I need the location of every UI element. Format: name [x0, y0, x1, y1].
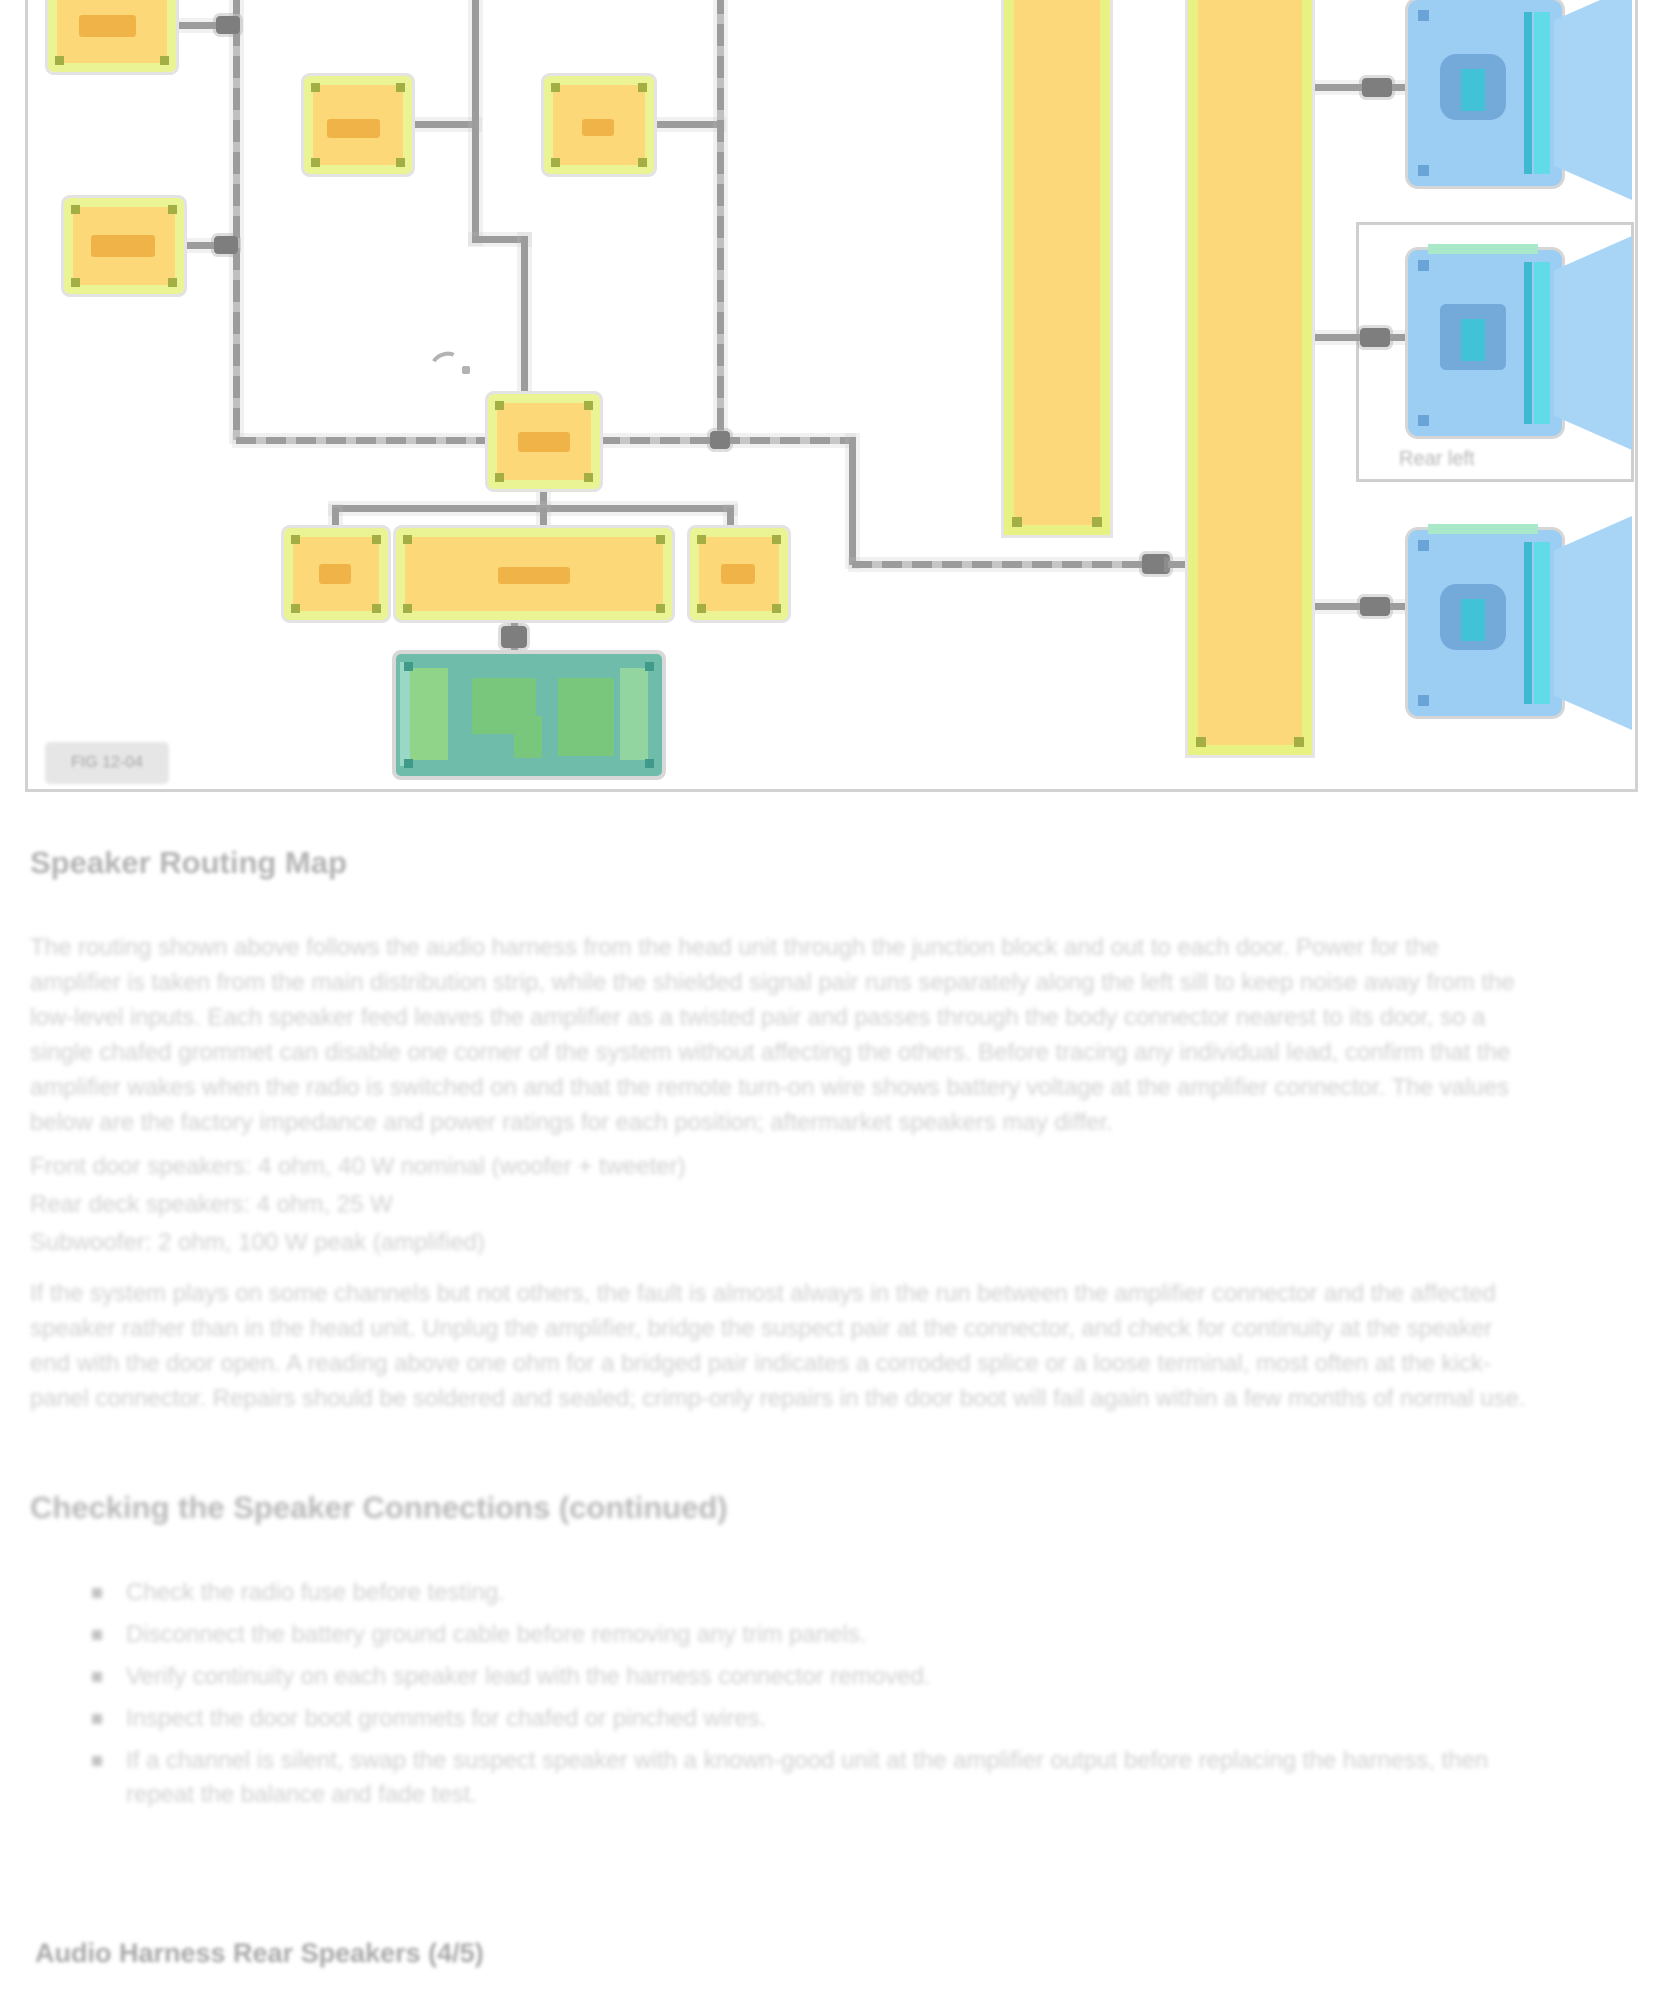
wire-drop-c-jog — [472, 236, 528, 243]
node-junction-block — [488, 394, 600, 489]
speaker-rear-left-icon — [1408, 236, 1632, 450]
wire-drop-center — [540, 508, 547, 532]
connector-plug-speaker-1 — [1362, 78, 1392, 97]
bus-bar-2 — [1188, 0, 1312, 755]
speaker-horn-icon — [1554, 0, 1632, 200]
speaker-horn-icon — [1554, 516, 1632, 730]
ground-module — [396, 654, 662, 776]
spec-line: Rear deck speakers: 4 ohm, 25 W — [30, 1191, 393, 1218]
connector-plug-bus2 — [1142, 554, 1170, 574]
paragraph-2: If the system plays on some channels but… — [30, 1280, 1526, 1412]
speaker-rear-right-icon — [1408, 516, 1632, 730]
wire-drop-c-lower — [521, 236, 528, 396]
checklist-item: Check the radio fuse before testing. — [30, 1576, 1540, 1610]
section-heading-1: Speaker Routing Map — [30, 845, 347, 880]
wire-node-d — [650, 121, 722, 128]
connector-plug-speaker-2 — [1360, 328, 1390, 347]
connector-plug-b — [214, 236, 238, 254]
spec-line: Front door speakers: 4 ohm, 40 W nominal… — [30, 1153, 686, 1180]
speaker-horn-icon — [1554, 236, 1632, 450]
wire-drop-right — [727, 508, 734, 532]
speaker-cone-icon — [1440, 304, 1506, 370]
checklist-item: Disconnect the battery ground cable befo… — [30, 1618, 1540, 1652]
section-heading-2: Checking the Speaker Connections (contin… — [30, 1490, 728, 1525]
node-amplifier — [396, 528, 672, 620]
rear-speaker-label: Rear left — [1399, 448, 1475, 470]
node-left-module — [64, 198, 184, 294]
figure-tag: FIG 12-04 — [45, 742, 169, 784]
node-output-left — [284, 528, 388, 620]
node-head-unit — [48, 0, 176, 72]
wire-junction-drop — [540, 487, 547, 509]
speaker-cone-icon — [1440, 584, 1506, 650]
speaker-cone-icon — [1440, 54, 1506, 120]
checklist-item: Verify continuity on each speaker lead w… — [30, 1660, 1540, 1694]
spec-line: Subwoofer: 2 ohm, 100 W peak (amplified) — [30, 1229, 485, 1256]
wire-distribution-bar — [332, 505, 734, 512]
connector-plug-module — [501, 626, 527, 648]
speaker-front-icon — [1408, 0, 1632, 200]
wire-bus2-stub — [1168, 561, 1190, 568]
node-relay-1 — [304, 76, 412, 174]
bus-bar-1 — [1004, 0, 1110, 535]
connector-plug-speaker-3 — [1360, 597, 1390, 616]
wire-drop-d — [717, 0, 724, 442]
wire-main-run-elbow — [849, 437, 856, 565]
connector-plug-a — [216, 16, 240, 34]
wire-speaker-1 — [1314, 84, 1408, 91]
twisted-pair-dot-icon — [462, 366, 470, 374]
node-relay-2 — [544, 76, 654, 174]
checklist-item: Inspect the door boot grommets for chafe… — [30, 1702, 1540, 1736]
wire-node-a — [176, 22, 236, 29]
page-footer: Audio Harness Rear Speakers (4/5) — [35, 1938, 484, 1968]
paragraph-1: The routing shown above follows the audi… — [30, 934, 1515, 1136]
wire-node-b — [184, 242, 236, 249]
wire-node-c — [410, 121, 478, 128]
checklist: Check the radio fuse before testing. Dis… — [30, 1576, 1540, 1820]
connector-plug-d — [710, 431, 730, 449]
node-output-right — [690, 528, 788, 620]
wire-drop-c-upper — [472, 0, 479, 242]
checklist-item: If a channel is silent, swap the suspect… — [30, 1744, 1540, 1812]
wire-main-run-1 — [236, 437, 488, 444]
wire-main-run-3 — [852, 561, 1148, 568]
wire-left-bus — [233, 0, 240, 440]
wire-drop-left — [332, 508, 339, 532]
spec-lines: Front door speakers: 4 ohm, 40 W nominal… — [30, 1148, 686, 1262]
